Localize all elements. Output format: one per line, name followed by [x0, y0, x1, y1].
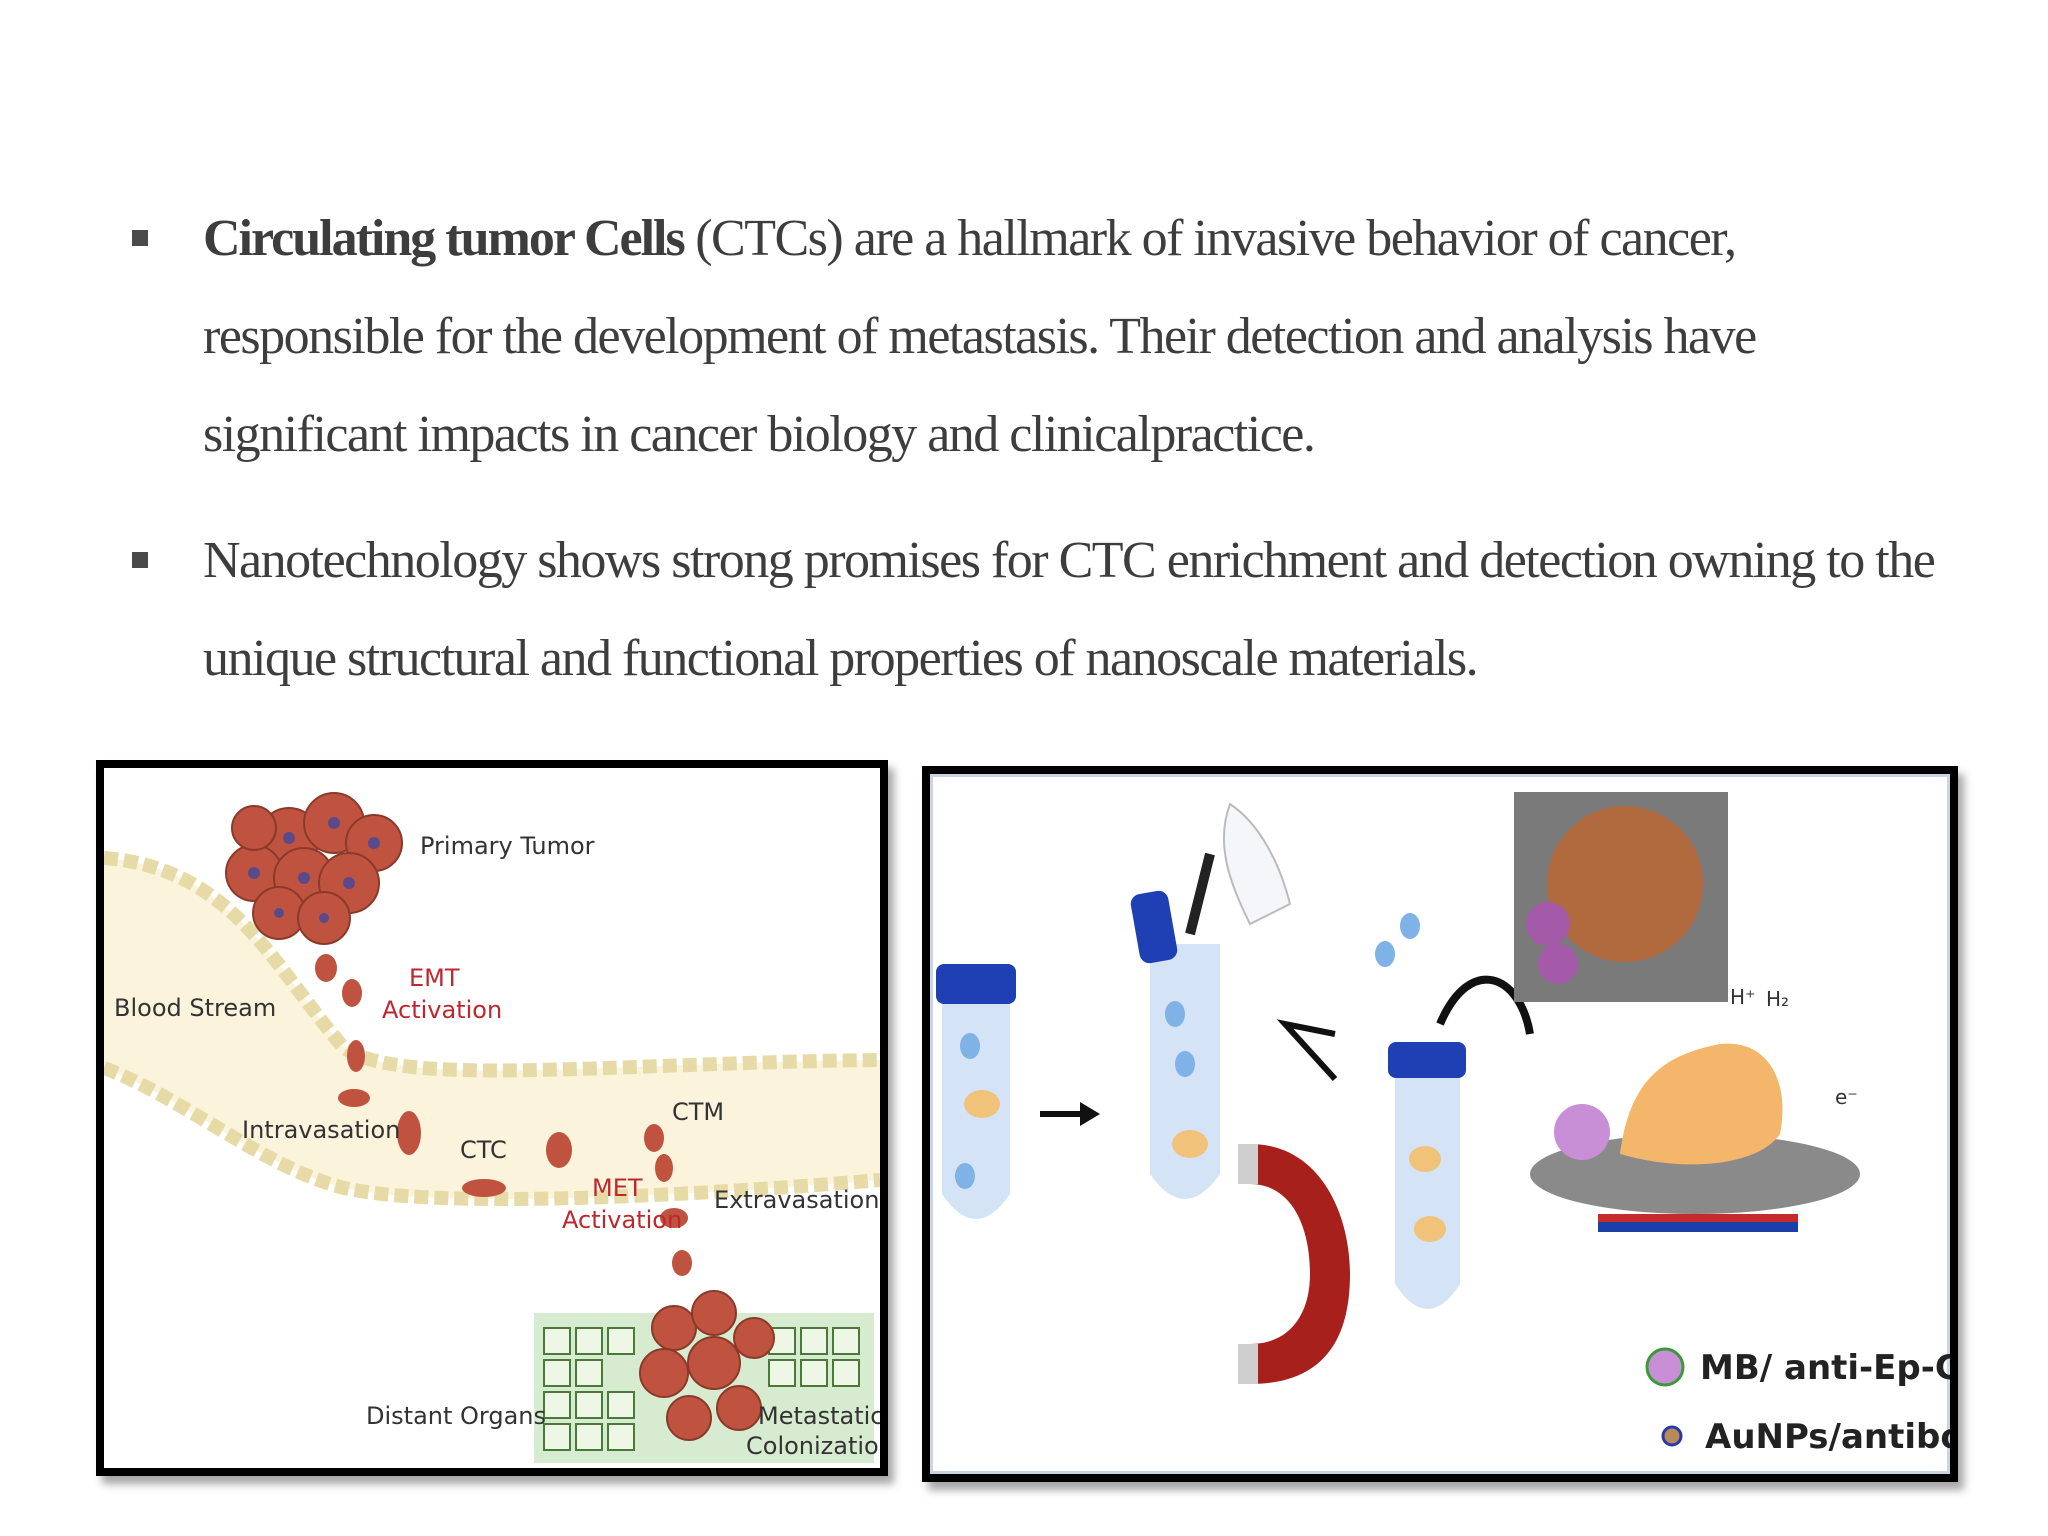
organ-cells [543, 1327, 860, 1451]
legend-mb-label: MB/ anti-Ep-CAM [1700, 1348, 1950, 1388]
split-arrow-icon [1276, 1019, 1338, 1082]
sem-cell [1547, 806, 1703, 962]
label-e-minus: e⁻ [1835, 1085, 1858, 1109]
detection-figure: H⁺ H₂ e⁻ MB/ anti-Ep-CAM AuNPs/antibody [922, 766, 1958, 1482]
bullet-marker [132, 230, 148, 246]
metastatic-cells [639, 1290, 775, 1441]
label-emt: EMT [409, 964, 460, 992]
metastasis-diagram: Primary Tumor Blood Stream EMT Activatio… [104, 792, 880, 1463]
tube-sample [936, 964, 1016, 1219]
tube-with-magnetic-beads [1130, 890, 1220, 1199]
sem-bead [1538, 944, 1578, 984]
label-primary-tumor: Primary Tumor [420, 832, 595, 860]
magnetic-bead-icon [1554, 1104, 1610, 1160]
label-emt-activation: Activation [382, 996, 502, 1024]
label-ctc: CTC [460, 1136, 507, 1164]
bold-term: Circulating tumor Cells [203, 210, 686, 267]
bullet-marker [132, 552, 148, 568]
pipette-icon [1222, 802, 1292, 926]
legend-mb-icon [1645, 1347, 1685, 1387]
droplet-icon [1375, 941, 1395, 967]
label-colonization: Colonization [746, 1432, 880, 1460]
bullet-line: Nanotechnology shows strong promises for… [203, 532, 1936, 589]
label-intravasation: Intravasation [242, 1116, 400, 1144]
label-blood-stream: Blood Stream [114, 994, 276, 1022]
bullet-nanotech: Nanotechnology shows strong promises for… [132, 512, 1963, 708]
bullet-text: (CTCs) are a hallmark of invasive behavi… [683, 210, 1737, 267]
bullet-line: Circulating tumor Cells (CTCs) are a hal… [203, 190, 1963, 288]
bullet-line: unique structural and functional propert… [203, 630, 1479, 687]
magnet-icon [1250, 1144, 1350, 1384]
detection-diagram: H⁺ H₂ e⁻ MB/ anti-Ep-CAM AuNPs/antibody [930, 774, 1950, 1474]
label-met: MET [592, 1174, 643, 1202]
droplet-icon [1400, 913, 1420, 939]
label-metastatic: Metastatic [758, 1402, 880, 1430]
tube-enriched [1388, 1042, 1466, 1309]
label-met-activation: Activation [562, 1206, 682, 1234]
tumor-nuclei [248, 817, 380, 923]
label-ctm: CTM [672, 1098, 724, 1126]
electrode-icon [1530, 1134, 1860, 1214]
label-distant-organs: Distant Organs [366, 1402, 546, 1430]
label-h2: H₂ [1766, 987, 1789, 1011]
curved-arrow-icon [1436, 975, 1534, 1035]
metastasis-figure: Primary Tumor Blood Stream EMT Activatio… [96, 760, 888, 1476]
label-h-plus: H⁺ [1730, 985, 1756, 1009]
pipette-tip-icon [1185, 852, 1215, 936]
ctc-cell-icon [1620, 1043, 1783, 1165]
legend-au-icon [1661, 1425, 1683, 1447]
legend-au-label: AuNPs/antibody [1705, 1417, 1950, 1457]
bullet-ctc: Circulating tumor Cells (CTCs) are a hal… [132, 190, 1963, 484]
migrating-cells [315, 954, 692, 1276]
arrow-head-icon [1080, 1102, 1100, 1126]
bullet-line: significant impacts in cancer biology an… [203, 406, 1316, 463]
blood-vessel [104, 858, 880, 1200]
vessel-wall-bottom [104, 1061, 880, 1207]
bullet-line: responsible for the development of metas… [203, 308, 1757, 365]
sem-bead [1526, 902, 1570, 946]
label-extravasation: Extravasation [714, 1186, 879, 1214]
